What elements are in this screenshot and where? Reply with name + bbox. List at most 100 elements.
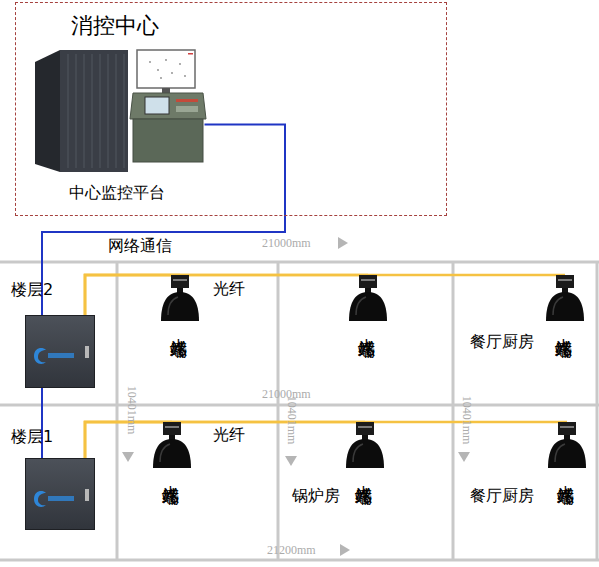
rack-slot <box>100 54 101 168</box>
detector-highlight <box>356 297 366 315</box>
room-name: 锅炉房 <box>292 486 340 507</box>
room-name: 餐厅厨房 <box>470 486 534 507</box>
detector-stripe <box>173 279 187 281</box>
edge-label: 网络通信 <box>108 236 172 257</box>
edge-label: 光纤 <box>213 425 245 446</box>
control-center-zone: 中心监控平台 消控中心 <box>15 2 447 216</box>
detector-highlight <box>168 297 178 315</box>
monitor-dots <box>149 59 186 79</box>
wall <box>452 262 455 560</box>
detector-mount <box>171 275 189 288</box>
server-rack <box>35 50 128 172</box>
wall <box>116 262 119 560</box>
network-line <box>42 125 285 316</box>
dimension-arrow <box>285 456 297 466</box>
network-line <box>41 388 43 458</box>
terminal-name: 光感终端 <box>354 472 377 476</box>
rack-slot <box>116 54 117 168</box>
terminal-name: 光感终端 <box>169 325 192 329</box>
detector-dome <box>546 292 584 321</box>
detector-dome <box>349 292 387 321</box>
rack-slot <box>124 54 125 168</box>
detector-stripe <box>558 279 572 281</box>
light-sensor-terminal: 光感终端 <box>346 275 390 403</box>
fiber-line <box>85 275 368 315</box>
light-sensor-terminal: 光感终端 <box>545 422 589 550</box>
detector-shape <box>543 275 587 323</box>
detector-stripe <box>560 426 574 428</box>
dimension-arrow <box>122 452 134 462</box>
light-sensor-terminal: 光感终端 <box>343 422 387 550</box>
node-title: 消控中心 <box>71 11 159 41</box>
monitor-dot <box>160 77 162 79</box>
dimension-text: 10401mm <box>124 386 139 435</box>
dimension-text: 10401mm <box>459 396 474 445</box>
monitor-stand <box>162 88 170 93</box>
detector-mount <box>163 422 181 435</box>
detector-stripe <box>361 279 375 281</box>
rack-side <box>35 50 60 172</box>
rack-slot <box>76 54 77 168</box>
terminal-name: 光感终端 <box>357 325 380 329</box>
wall <box>596 262 599 560</box>
node-title: 楼层2 <box>11 280 53 301</box>
detector-highlight <box>553 297 563 315</box>
detector-dome <box>161 292 199 321</box>
detector-shape <box>545 422 589 470</box>
controller-logo <box>34 491 46 507</box>
rack-slot <box>108 54 109 168</box>
monitor-dot <box>179 63 181 65</box>
detector-shape <box>346 275 390 323</box>
detector-shape <box>150 422 194 470</box>
detector-mount <box>359 275 377 288</box>
rack-slot <box>92 54 93 168</box>
detector-dome <box>153 439 191 468</box>
dimension-arrow <box>458 452 470 462</box>
console-strip <box>176 99 198 102</box>
light-sensor-terminal: 光感终端 <box>543 275 587 403</box>
wall <box>0 261 599 264</box>
light-sensor-terminal: 光感终端 <box>150 422 194 550</box>
wall <box>0 559 599 562</box>
control-console <box>130 50 206 162</box>
light-sensor-terminal: 光感终端 <box>158 275 202 403</box>
floor-controller: 楼层1 <box>25 458 95 530</box>
monitor-dot <box>184 75 186 77</box>
detector-highlight <box>555 444 565 462</box>
detector-dome <box>548 439 586 468</box>
controller-logo-bar <box>48 353 74 358</box>
controller-latch <box>85 489 89 501</box>
detector-shape <box>158 275 202 323</box>
detector-dome <box>346 439 384 468</box>
wall <box>277 262 280 560</box>
controller-logo <box>34 348 46 364</box>
monitor-dot <box>157 69 159 71</box>
wall <box>0 404 599 407</box>
room-name: 餐厅厨房 <box>470 332 534 353</box>
monitor-platform: 中心监控平台 <box>30 45 205 205</box>
controller-face <box>26 316 94 386</box>
controller-face <box>26 459 94 529</box>
dimension-text: 21200mm <box>267 543 316 558</box>
dimension-text: 21000mm <box>262 236 311 251</box>
dimension-arrow <box>340 544 350 556</box>
console-body <box>133 119 203 162</box>
controller-logo-bar <box>48 496 74 501</box>
rack-slots <box>68 54 124 168</box>
monitor-dot <box>165 59 167 61</box>
monitor-mark <box>188 53 193 55</box>
dimension-text: 10401mm <box>284 396 299 445</box>
monitor <box>137 50 195 88</box>
terminal-name: 光感终端 <box>556 472 579 476</box>
monitor-dot <box>149 61 151 63</box>
dimension-arrows <box>122 237 470 556</box>
rack-slot <box>68 54 69 168</box>
detector-shape <box>343 422 387 470</box>
detector-mount <box>558 422 576 435</box>
wall-lines <box>0 262 599 560</box>
console-panel <box>130 93 206 119</box>
node-title: 楼层1 <box>11 427 53 448</box>
detector-mount <box>556 275 574 288</box>
detector-highlight <box>160 444 170 462</box>
